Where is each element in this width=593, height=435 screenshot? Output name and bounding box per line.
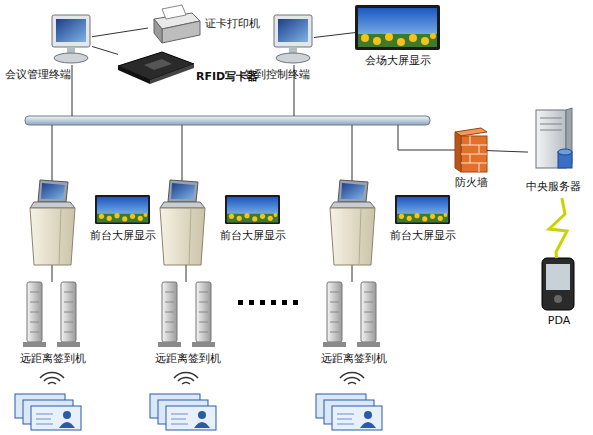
front-display bbox=[395, 195, 450, 224]
wireless-link bbox=[549, 198, 567, 258]
terminal-monitor bbox=[52, 15, 90, 63]
writer-top bbox=[118, 52, 194, 80]
dot bbox=[293, 300, 298, 305]
device-node: 前台大屏显示 bbox=[395, 195, 450, 224]
device-label: 会场大屏显示 bbox=[365, 54, 431, 67]
firewall-wire bbox=[398, 125, 455, 150]
gate-wire bbox=[52, 265, 352, 282]
printer-card bbox=[162, 5, 186, 19]
dot bbox=[238, 300, 243, 305]
device-node: 远距离签到机 bbox=[150, 282, 225, 348]
front-desk-kiosk bbox=[160, 180, 205, 265]
dot bbox=[249, 300, 254, 305]
sign-in-gate bbox=[23, 282, 80, 347]
firewall-side bbox=[455, 132, 461, 172]
network-cable bbox=[314, 33, 355, 38]
device-node: 签到控制终端 bbox=[272, 15, 314, 65]
wireless-symbol bbox=[340, 373, 364, 384]
pda-button bbox=[554, 295, 562, 303]
sign-in-gate bbox=[323, 282, 380, 347]
device-label: 防火墙 bbox=[455, 176, 488, 189]
rfid-writer-icon bbox=[118, 52, 194, 84]
network-cable bbox=[92, 46, 118, 54]
database-top bbox=[558, 149, 572, 155]
printer-side bbox=[154, 19, 162, 43]
ellipsis-dots bbox=[238, 300, 298, 305]
dot bbox=[260, 300, 265, 305]
wireless-symbol bbox=[40, 373, 64, 384]
device-node: 前台大屏显示 bbox=[225, 195, 280, 224]
card-printer-icon bbox=[154, 5, 200, 43]
front-display bbox=[95, 195, 150, 224]
rfid-cards bbox=[150, 394, 216, 430]
firewall-wall bbox=[461, 136, 487, 172]
device-node: 证卡打印机 bbox=[148, 5, 200, 43]
writer-slot bbox=[144, 59, 172, 70]
device-label: 证卡打印机 bbox=[205, 17, 260, 30]
front-desk-kiosk bbox=[30, 180, 75, 265]
device-node: 中央服务器 bbox=[528, 108, 578, 198]
front-display bbox=[225, 195, 280, 224]
rfid-cards bbox=[316, 394, 382, 430]
device-label: 远距离签到机 bbox=[155, 352, 221, 365]
device-label: 远距离签到机 bbox=[20, 352, 86, 365]
device-label: 前台大屏显示 bbox=[220, 229, 286, 242]
bus-drop-wire bbox=[52, 125, 352, 182]
network-cable bbox=[487, 151, 528, 153]
venue-display bbox=[355, 5, 440, 50]
device-label: PDA bbox=[548, 314, 570, 327]
device-label: 前台大屏显示 bbox=[90, 229, 156, 242]
device-label: 中央服务器 bbox=[526, 180, 581, 193]
network-bus bbox=[25, 116, 430, 125]
device-label: 远距离签到机 bbox=[321, 352, 387, 365]
firewall-icon bbox=[455, 128, 487, 172]
pda-screen bbox=[546, 264, 570, 290]
server-bays bbox=[540, 118, 562, 130]
front-desk-kiosk bbox=[330, 180, 375, 265]
device-node: 会场大屏显示 bbox=[355, 5, 440, 50]
printer-front bbox=[162, 21, 200, 43]
writer-side bbox=[118, 66, 150, 84]
device-node: 防火墙 bbox=[455, 128, 487, 172]
sign-in-gate bbox=[158, 282, 215, 347]
device-node: 远距离签到机 bbox=[316, 282, 391, 348]
device-node: 前台大屏显示 bbox=[95, 195, 150, 224]
pda-body bbox=[542, 258, 574, 310]
dot bbox=[282, 300, 287, 305]
terminal-monitor bbox=[274, 15, 312, 63]
firewall-bricks bbox=[461, 136, 487, 172]
wireless-symbol bbox=[174, 373, 198, 384]
device-node: RFID写卡器 bbox=[118, 50, 194, 82]
device-label: 签到控制终端 bbox=[244, 68, 310, 81]
network-cable bbox=[92, 28, 148, 37]
device-node: 会议管理终端 bbox=[50, 15, 92, 65]
device-label: 前台大屏显示 bbox=[390, 229, 456, 242]
dot bbox=[271, 300, 276, 305]
device-node: PDA bbox=[542, 258, 576, 310]
rfid-cards bbox=[15, 394, 81, 430]
device-node: 远距离签到机 bbox=[15, 282, 90, 348]
device-label: 会议管理终端 bbox=[5, 68, 71, 81]
server-icon bbox=[536, 108, 572, 168]
pda-icon bbox=[542, 258, 574, 310]
